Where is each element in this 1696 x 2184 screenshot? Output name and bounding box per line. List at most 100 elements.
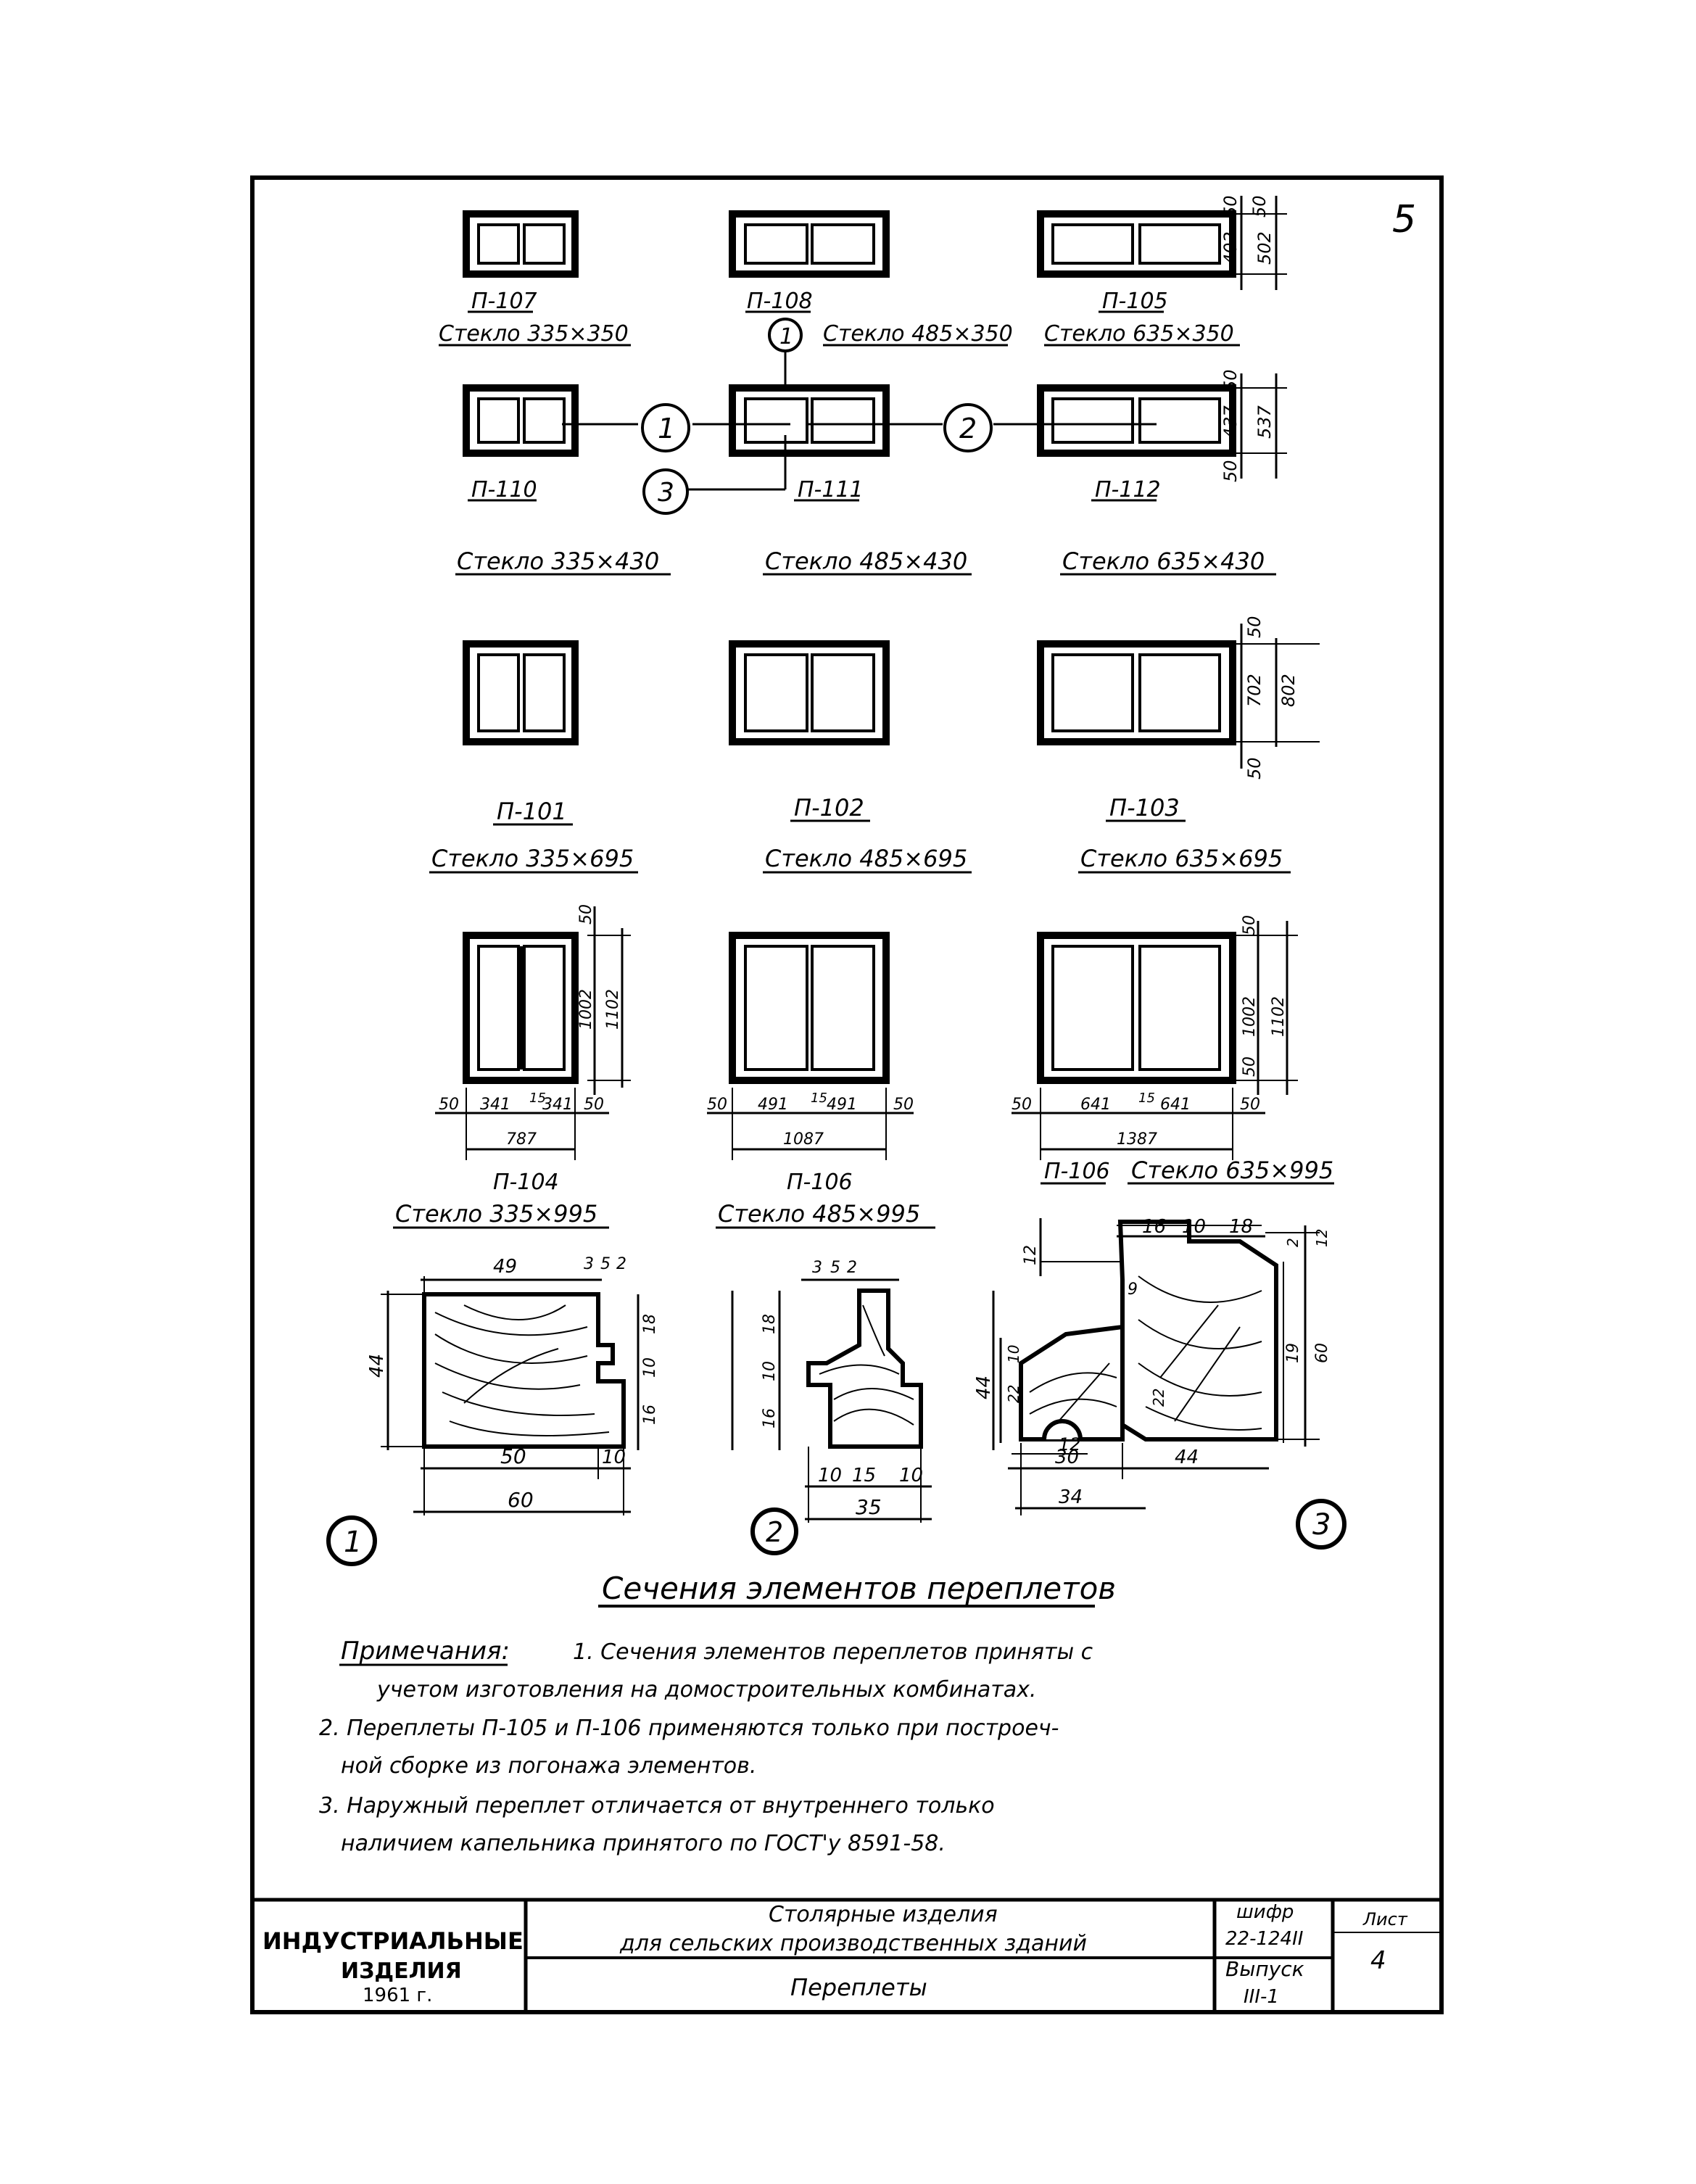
svg-text:15: 15 bbox=[529, 1091, 546, 1106]
svg-text:802: 802 bbox=[1278, 674, 1299, 707]
svg-text:5: 5 bbox=[600, 1255, 611, 1273]
tb-subtitle: Переплеты bbox=[790, 1974, 927, 2001]
window-p102 bbox=[729, 640, 890, 745]
callout-1 bbox=[641, 403, 690, 452]
svg-text:10: 10 bbox=[1005, 1345, 1022, 1363]
mark-p112: П-112 bbox=[1095, 477, 1161, 502]
svg-text:19: 19 bbox=[1284, 1343, 1302, 1363]
svg-text:18: 18 bbox=[1229, 1216, 1253, 1238]
section-1: 49 3 5 2 44 18 10 16 50 10 60 bbox=[366, 1255, 659, 1515]
dim-row1-a: 50 bbox=[1220, 195, 1241, 218]
dim-row1-d: 50 bbox=[1249, 195, 1270, 218]
sheet-border bbox=[250, 175, 1444, 2014]
svg-text:787: 787 bbox=[506, 1130, 537, 1149]
window-p106b bbox=[1037, 932, 1236, 1084]
notes-label: Примечания: bbox=[341, 1637, 510, 1666]
mark-p110: П-110 bbox=[471, 477, 537, 502]
svg-text:537: 537 bbox=[1254, 405, 1275, 439]
svg-text:1: 1 bbox=[344, 1526, 362, 1559]
svg-text:44: 44 bbox=[1175, 1447, 1199, 1468]
svg-text:5: 5 bbox=[830, 1259, 840, 1277]
sheet-number: 5 bbox=[1392, 198, 1416, 241]
glass-p107: Стекло 335×350 bbox=[439, 321, 629, 347]
window-p110 bbox=[463, 384, 579, 457]
svg-text:1102: 1102 bbox=[604, 989, 622, 1030]
svg-text:12: 12 bbox=[1313, 1229, 1331, 1247]
svg-text:1002: 1002 bbox=[1241, 996, 1259, 1037]
window-p106a bbox=[729, 932, 890, 1084]
glass-p102: Стекло 485×695 bbox=[765, 845, 967, 872]
dim-row1-b: 402 bbox=[1220, 231, 1241, 265]
mark-p105: П-105 bbox=[1102, 289, 1168, 314]
mark-p106a: П-106 bbox=[787, 1170, 853, 1195]
svg-text:49: 49 bbox=[493, 1256, 517, 1278]
window-p111 bbox=[729, 384, 890, 457]
dims-row4-w1-width: 50 341 15 341 50 787 bbox=[435, 1088, 609, 1160]
svg-text:2: 2 bbox=[1284, 1238, 1302, 1247]
svg-text:50: 50 bbox=[577, 904, 595, 925]
svg-text:50: 50 bbox=[1244, 757, 1265, 779]
svg-text:10: 10 bbox=[899, 1465, 923, 1486]
section-3-marker bbox=[1296, 1499, 1347, 1550]
svg-text:2: 2 bbox=[847, 1259, 857, 1277]
svg-text:437: 437 bbox=[1220, 405, 1241, 439]
glass-p104: Стекло 335×995 bbox=[395, 1200, 597, 1228]
tb-title-line2: для сельских производственных зданий bbox=[619, 1931, 1087, 1956]
tb-year: 1961 г. bbox=[363, 1985, 432, 2006]
dims-row4-w1-height: 50 1002 1102 bbox=[577, 904, 631, 1095]
section-2-marker bbox=[750, 1507, 798, 1555]
svg-text:341: 341 bbox=[480, 1096, 510, 1114]
svg-text:10: 10 bbox=[641, 1357, 659, 1378]
mark-p107: П-107 bbox=[471, 289, 537, 314]
svg-text:491: 491 bbox=[827, 1096, 857, 1114]
svg-text:22: 22 bbox=[1005, 1385, 1022, 1403]
dims-row4-w2-width: 50 491 15 491 50 1087 bbox=[707, 1088, 914, 1160]
dims-row3: 50 702 802 50 bbox=[1233, 616, 1320, 779]
tb-org-line2: ИЗДЕЛИЯ bbox=[341, 1958, 462, 1984]
glass-p103: Стекло 635×695 bbox=[1080, 845, 1283, 872]
callout-2 bbox=[943, 403, 993, 452]
svg-text:2: 2 bbox=[766, 1516, 783, 1548]
svg-text:15: 15 bbox=[852, 1465, 876, 1486]
svg-text:44: 44 bbox=[973, 1376, 995, 1399]
title-block: ИНДУСТРИАЛЬНЫЕ ИЗДЕЛИЯ 1961 г. Столярные… bbox=[252, 1898, 1441, 2012]
svg-text:641: 641 bbox=[1160, 1096, 1191, 1114]
glass-p105: Стекло 635×350 bbox=[1044, 321, 1234, 347]
note-1b: учетом изготовления на домостроительных … bbox=[376, 1677, 1036, 1703]
svg-text:16: 16 bbox=[1142, 1216, 1166, 1238]
svg-text:10: 10 bbox=[1182, 1216, 1206, 1238]
tb-sheet-label: Лист bbox=[1362, 1909, 1408, 1929]
svg-text:30: 30 bbox=[1055, 1447, 1079, 1468]
svg-text:16: 16 bbox=[761, 1408, 779, 1428]
svg-text:50: 50 bbox=[439, 1096, 459, 1114]
svg-text:10: 10 bbox=[818, 1465, 842, 1486]
svg-text:60: 60 bbox=[1313, 1343, 1331, 1363]
tb-issue-label: Выпуск bbox=[1225, 1957, 1304, 1981]
tb-code-label: шифр bbox=[1236, 1901, 1294, 1923]
svg-text:702: 702 bbox=[1244, 674, 1265, 707]
tb-sheet: 4 bbox=[1370, 1946, 1386, 1975]
svg-text:18: 18 bbox=[761, 1314, 779, 1334]
svg-text:2: 2 bbox=[616, 1255, 626, 1273]
window-p101 bbox=[463, 640, 579, 745]
svg-text:50: 50 bbox=[1241, 915, 1259, 935]
glass-p112: Стекло 635×430 bbox=[1062, 547, 1265, 575]
svg-text:18: 18 bbox=[641, 1314, 659, 1334]
svg-text:50: 50 bbox=[707, 1096, 727, 1114]
window-p105 bbox=[1037, 210, 1236, 278]
window-p112 bbox=[1037, 384, 1236, 457]
svg-text:10: 10 bbox=[602, 1447, 626, 1468]
svg-text:12: 12 bbox=[1059, 1434, 1081, 1455]
glass-p101: Стекло 335×695 bbox=[431, 845, 634, 872]
tb-issue: III-1 bbox=[1244, 1986, 1279, 2008]
svg-text:50: 50 bbox=[893, 1096, 914, 1114]
note-1a: 1. Сечения элементов переплетов приняты … bbox=[573, 1639, 1093, 1665]
svg-text:50: 50 bbox=[1240, 1096, 1260, 1114]
svg-text:1: 1 bbox=[779, 324, 793, 349]
svg-text:10: 10 bbox=[761, 1361, 779, 1381]
svg-text:3: 3 bbox=[1312, 1508, 1331, 1542]
svg-text:50: 50 bbox=[500, 1444, 526, 1468]
glass-p108: Стекло 485×350 bbox=[823, 321, 1013, 347]
svg-text:15: 15 bbox=[1138, 1091, 1155, 1106]
svg-text:50: 50 bbox=[1220, 460, 1241, 482]
